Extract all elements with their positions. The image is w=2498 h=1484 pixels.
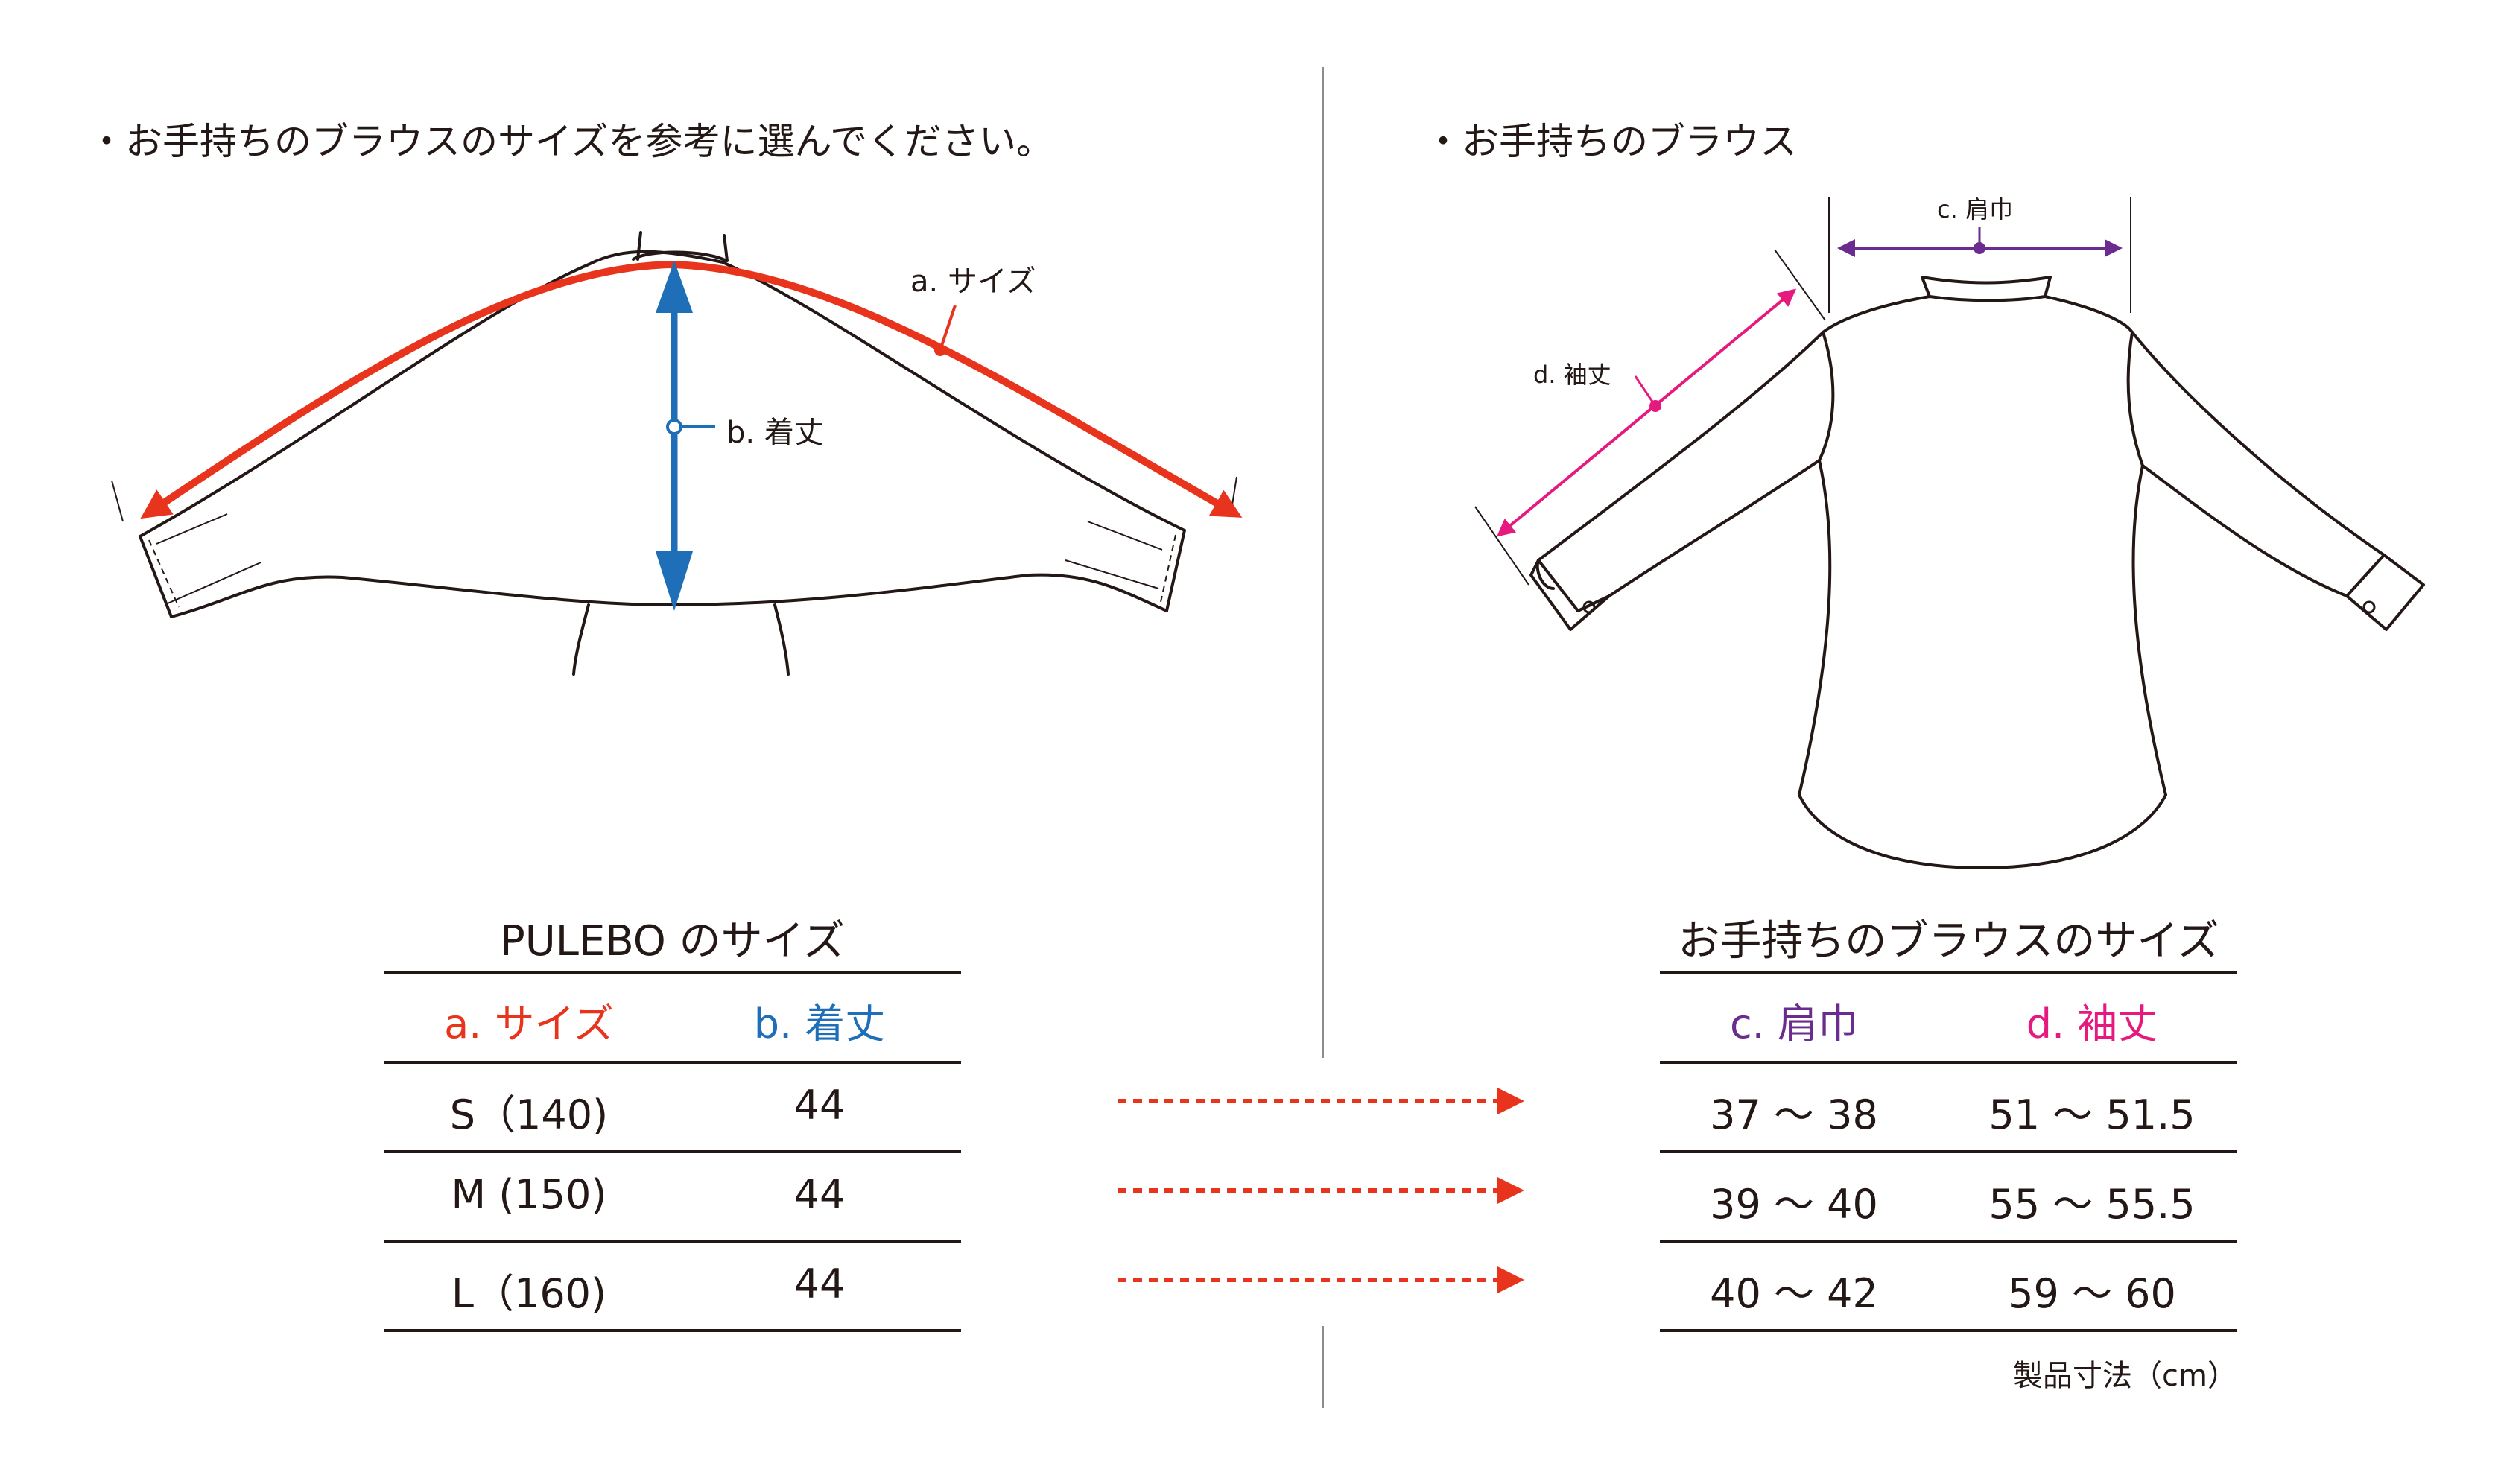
blouse-rule-4 <box>1660 1329 2237 1332</box>
pulebo-rule-4 <box>384 1329 961 1332</box>
pulebo-table-title: PULEBO のサイズ <box>500 917 845 965</box>
pulebo-row-l-size: L（160) <box>451 1270 607 1317</box>
pulebo-row-l-length: 44 <box>793 1261 846 1307</box>
blouse-row-2-shoulder: 39 〜 40 <box>1710 1181 1878 1228</box>
label-d-sleeve: d. 袖丈 <box>1533 361 1611 389</box>
blouse-header-d: d. 袖丈 <box>2026 1001 2158 1047</box>
pulebo-rule-1 <box>384 1061 961 1064</box>
blouse-header-c: c. 肩巾 <box>1729 1001 1859 1047</box>
blouse-row-3-sleeve: 59 〜 60 <box>2008 1270 2176 1317</box>
measurement-note: 製品寸法（cm） <box>2013 1359 2237 1393</box>
pulebo-row-s-length: 44 <box>793 1082 846 1129</box>
pulebo-row-s-size: S（140) <box>449 1091 609 1138</box>
pulebo-rule-0 <box>384 971 961 974</box>
label-b-length: b. 着丈 <box>726 416 824 450</box>
label-c-shoulder: c. 肩巾 <box>1937 195 2013 223</box>
blouse-row-3-shoulder: 40 〜 42 <box>1710 1270 1878 1317</box>
blouse-rule-3 <box>1660 1240 2237 1243</box>
blouse-row-1-sleeve: 51 〜 51.5 <box>1988 1091 2196 1138</box>
pulebo-rule-3 <box>384 1240 961 1243</box>
blouse-rule-1 <box>1660 1061 2237 1064</box>
pulebo-header-b: b. 着丈 <box>753 1001 886 1047</box>
right-heading: ・お手持ちのブラウス <box>1424 120 1797 163</box>
blouse-drawing <box>1529 276 2425 869</box>
pulebo-row-m-length: 44 <box>793 1171 846 1218</box>
bolero-drawing <box>139 231 1186 676</box>
blouse-rule-2 <box>1660 1150 2237 1153</box>
left-instruction: ・お手持ちのブラウスのサイズを参考に選んでください。 <box>88 120 1053 163</box>
blouse-size-table: お手持ちのブラウスのサイズ c. 肩巾 d. 袖丈 37 〜 38 51 〜 5… <box>1660 907 2237 1399</box>
pulebo-row-m-size: M (150) <box>451 1171 607 1218</box>
blouse-row-1-shoulder: 37 〜 38 <box>1710 1091 1878 1138</box>
label-a-size: a. サイズ <box>910 264 1036 299</box>
pulebo-header-a: a. サイズ <box>444 1001 614 1047</box>
center-divider-bottom <box>1322 1326 1324 1408</box>
blouse-row-2-sleeve: 55 〜 55.5 <box>1988 1181 2196 1228</box>
blouse-rule-0 <box>1660 971 2237 974</box>
blouse-table-title: お手持ちのブラウスのサイズ <box>1678 917 2219 965</box>
center-divider-top <box>1322 67 1324 1058</box>
pulebo-size-table: PULEBO のサイズ a. サイズ b. 着丈 S（140) 44 M (15… <box>384 907 961 1332</box>
pulebo-rule-2 <box>384 1150 961 1153</box>
